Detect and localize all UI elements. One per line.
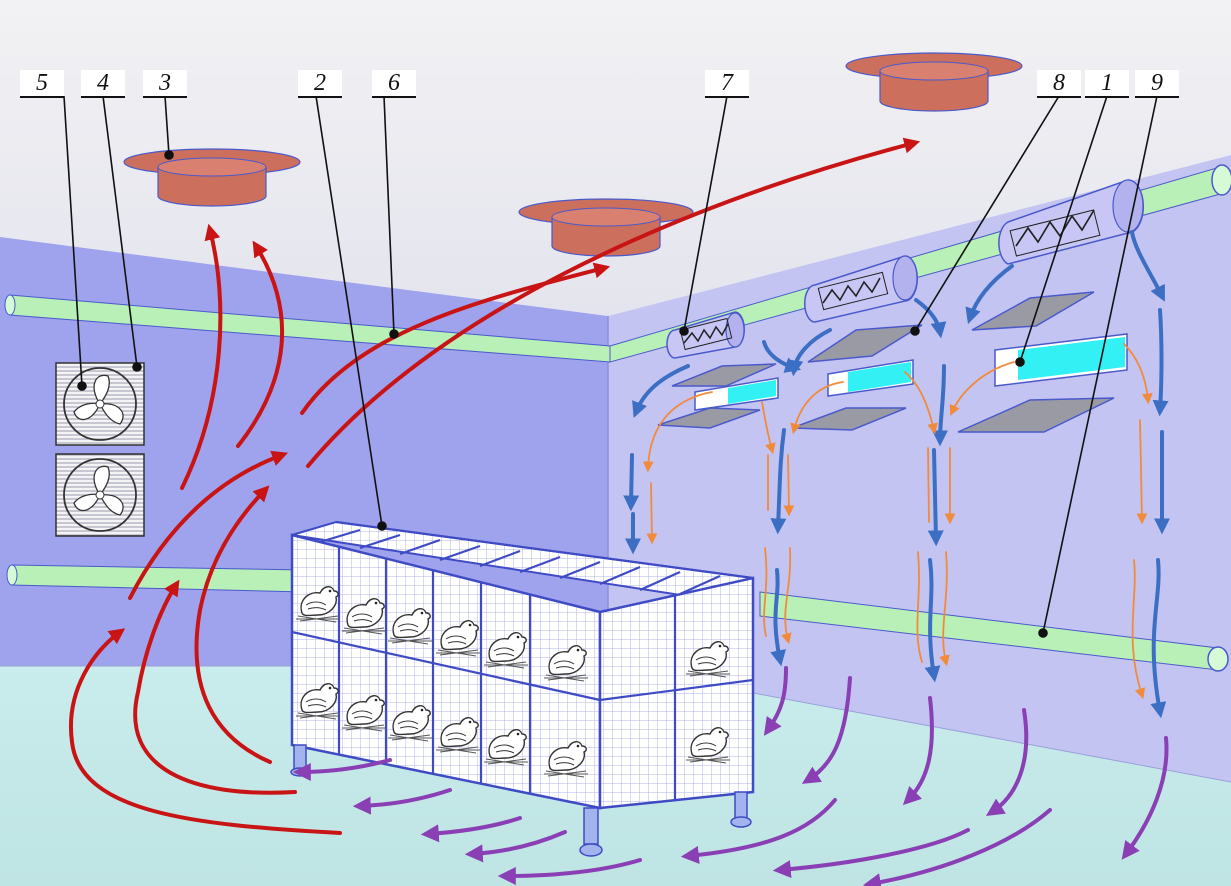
warm-airflow [68,137,921,835]
ceiling-diffuser-icon [845,52,1023,112]
ceiling-diffuser-icon [123,148,301,207]
floor-airflow [292,666,1169,886]
fan-icon [55,453,145,537]
callout-label-8: 8 [1037,70,1081,98]
deflector-plates [657,291,1115,433]
callout-label-6: 6 [372,70,416,98]
cooler-unit [694,377,779,411]
nozzle-icon [804,255,919,323]
ceiling-diffuser-icon [518,198,694,257]
callout-label-1: 1 [1085,70,1129,98]
callout-label-4: 4 [81,70,125,98]
cooler-unit [827,359,914,397]
fan-icon [55,362,145,446]
pipe-lower-left [6,564,306,593]
callout-leaders [63,95,1158,638]
nozzle-icon [666,311,746,359]
callout-label-7: 7 [705,70,749,98]
callout-label-9: 9 [1135,70,1179,98]
callout-label-2: 2 [298,70,342,98]
supply-streams [642,343,1153,700]
callout-label-3: 3 [143,70,187,98]
callout-label-5: 5 [20,70,64,98]
cool-airflow [623,230,1170,719]
pipe-lower-right [759,591,1229,672]
